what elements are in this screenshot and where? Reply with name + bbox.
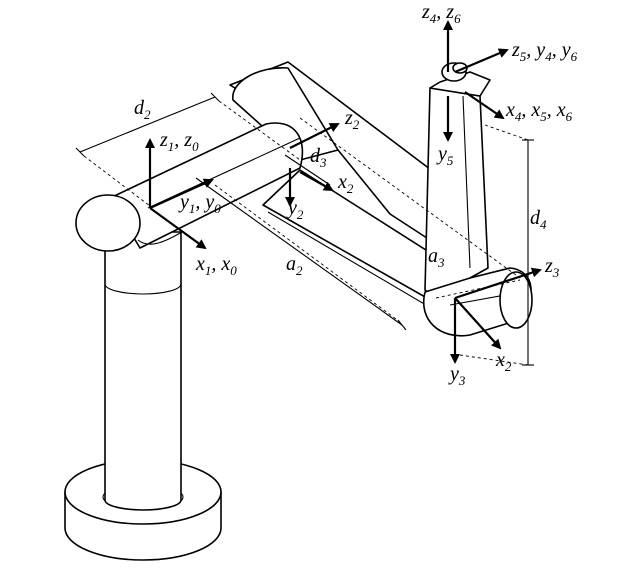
label-a3: a3 [428,245,445,270]
label-y1-y0: y1, y0 [178,191,221,216]
coordinate-axes [145,20,542,364]
label-x2-bottom: x2 [495,349,512,374]
label-z5-y4-y6: z5, y4, y6 [511,39,578,64]
labels: z4, z6 z5, y4, y6 x4, x5, x6 d2 z1, z0 z… [134,1,578,388]
axis-x2-bottom [454,297,502,350]
label-z1-z0: z1, z0 [159,129,199,154]
vertical-column [104,231,182,511]
label-x2-top: x2 [337,171,354,196]
label-a2: a2 [286,253,303,278]
label-y2: y2 [286,197,304,222]
label-z4-z6: z4, z6 [421,1,461,26]
label-d4: d4 [530,207,547,232]
axis-z5-y4-y6 [454,48,509,74]
label-y3: y3 [448,363,466,388]
elbow-joint [422,267,533,337]
dimension-lines [75,92,534,366]
label-x1-x0: x1, x0 [195,253,237,278]
axis-x2-top [299,171,334,191]
axis-x1-x0 [149,207,207,250]
label-x4-x5-x6: x4, x5, x6 [505,99,573,124]
label-d3: d3 [310,145,327,170]
axis-z3 [454,267,542,300]
axis-z2 [289,123,340,149]
label-z3: z3 [544,255,560,280]
label-y5: y5 [436,143,454,168]
label-z2: z2 [344,107,360,132]
axis-y1-y0 [149,178,214,210]
label-d2: d2 [134,97,151,122]
axis-x4-x5-x6 [464,91,505,120]
